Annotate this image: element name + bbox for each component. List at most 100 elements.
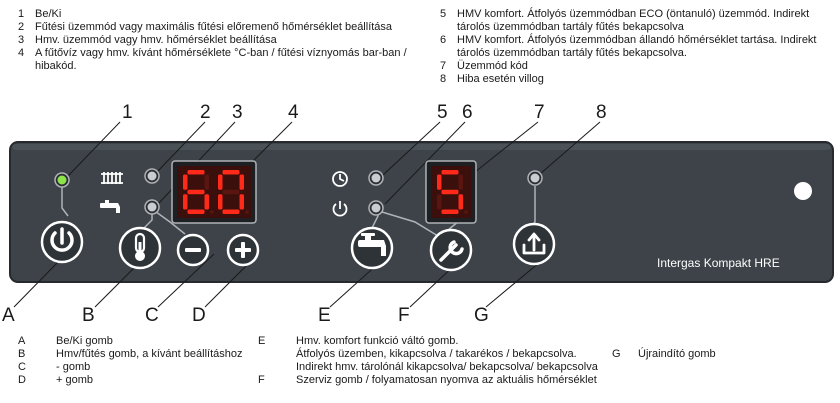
legend-number: 7 <box>440 60 447 72</box>
led-hot-water <box>144 199 160 215</box>
legend-item: C - gomb <box>18 361 258 374</box>
callout-5: 5 <box>437 102 448 123</box>
display-segment <box>441 209 459 214</box>
legend-letter: D <box>18 374 26 386</box>
display-segment <box>239 174 244 190</box>
display-digits <box>183 170 249 214</box>
reset-icon <box>522 232 546 255</box>
callout-E: E <box>318 305 331 326</box>
temperature-display <box>171 160 257 224</box>
display-segment <box>437 194 442 210</box>
legend-top-right: 5 HMV komfort. Átfolyós üzemmódban ECO (ö… <box>440 8 835 86</box>
legend-item: B Hmv/fűtés gomb, a kívánt beállításhoz <box>18 348 258 361</box>
legend-letter: C <box>18 361 26 373</box>
mode-code-display <box>425 160 477 224</box>
legend-text: - gomb <box>56 361 91 373</box>
display-segment <box>239 194 244 210</box>
display-segment <box>204 194 209 210</box>
power-button[interactable] <box>40 220 84 264</box>
display-segment <box>183 194 188 210</box>
tap-large-icon <box>358 233 386 256</box>
display-segment <box>458 174 463 190</box>
display-decimal-point <box>464 210 468 214</box>
legend-letter: G <box>612 348 621 360</box>
legend-letter: B <box>18 348 26 360</box>
legend-text-block: Hmv. komfort funkció váltó gomb. Átfolyó… <box>296 335 603 374</box>
callout-C: C <box>145 305 159 326</box>
led-fault <box>527 170 543 186</box>
legend-text: A fűtővíz vagy hmv. kívánt hőmérséklete … <box>35 47 407 72</box>
callout-4: 4 <box>288 102 299 123</box>
legend-text: HMV komfort. Átfolyós üzemmódban ECO (ön… <box>457 8 810 33</box>
brand-label: Intergas Kompakt HRE <box>657 256 780 270</box>
service-button[interactable] <box>429 228 473 272</box>
display-digits <box>437 170 468 214</box>
legend-number: 8 <box>440 73 447 85</box>
reset-button[interactable] <box>512 222 556 266</box>
legend-number: 1 <box>18 8 25 20</box>
power-icon <box>50 227 74 252</box>
legend-text: Hmv/fűtés gomb, a kívánt beállításhoz <box>56 348 243 360</box>
callout-G: G <box>474 305 489 326</box>
legend-text: Átfolyós üzemben, kikapcsolva / takaréko… <box>296 348 577 360</box>
callout-D: D <box>192 305 206 326</box>
display-decimal-point <box>210 210 214 214</box>
legend-text: + gomb <box>56 374 93 386</box>
comfort-mode-button[interactable] <box>350 226 394 270</box>
display-segment <box>441 170 459 175</box>
tap-icon <box>100 200 120 213</box>
callout-3: 3 <box>232 102 243 123</box>
radiator-icon <box>101 172 123 184</box>
led-comfort <box>368 200 384 216</box>
led-power <box>54 172 70 188</box>
hot-water-heating-button[interactable] <box>118 226 162 270</box>
display-decimal-point <box>245 210 249 214</box>
legend-text: HMV komfort. Átfolyós üzemmódban állandó… <box>457 34 817 59</box>
legend-item: 1 Be/Ki <box>18 8 418 21</box>
minus-icon <box>185 248 201 252</box>
plus-button[interactable] <box>226 233 260 267</box>
display-segment <box>458 194 463 210</box>
legend-item: F Szerviz gomb / folyamatosan nyomva az … <box>258 374 603 387</box>
legend-item: 8 Hiba esetén villog <box>440 73 835 86</box>
callout-F: F <box>398 305 410 326</box>
panel-highlight <box>12 144 831 150</box>
legend-text: Be/Ki <box>35 8 62 20</box>
display-segment <box>218 194 223 210</box>
legend-text: Újraindító gomb <box>638 348 716 360</box>
led-eco <box>368 170 384 186</box>
plus-icon <box>235 242 251 258</box>
legend-item: A Be/Ki gomb <box>18 335 258 348</box>
display-segment <box>187 209 205 214</box>
callout-B: B <box>82 305 95 326</box>
legend-bottom-buttons: A Be/Ki gomb B Hmv/fűtés gomb, a kívánt be… <box>18 335 258 387</box>
legend-text: Indirekt hmv. tárolónál kikapcsolva/ bek… <box>296 361 598 373</box>
callout-7: 7 <box>534 102 545 123</box>
legend-text: Hiba esetén villog <box>457 73 544 85</box>
display-segment <box>204 174 209 190</box>
callout-6: 6 <box>462 102 473 123</box>
legend-text: Hmv. komfort funkció váltó gomb. <box>296 335 459 347</box>
display-segment <box>441 189 459 195</box>
callout-1: 1 <box>122 102 133 123</box>
legend-number: 2 <box>18 21 25 33</box>
legend-text: Be/Ki gomb <box>56 335 113 347</box>
legend-item: E Hmv. komfort funkció váltó gomb. Átfol… <box>258 335 603 374</box>
legend-bottom-reset: G Újraindító gomb <box>612 348 812 361</box>
legend-number: 5 <box>440 8 447 20</box>
legend-text: Szerviz gomb / folyamatosan nyomva az ak… <box>296 374 597 386</box>
legend-item: 5 HMV komfort. Átfolyós üzemmódban ECO (ö… <box>440 8 835 34</box>
legend-item: G Újraindító gomb <box>612 348 812 361</box>
wrench-icon <box>439 240 464 262</box>
thermometer-icon <box>134 232 146 261</box>
legend-letter: F <box>258 374 265 386</box>
minus-button[interactable] <box>176 233 210 267</box>
clock-icon <box>332 171 348 187</box>
legend-number: 3 <box>18 34 25 46</box>
legend-letter: A <box>18 335 26 347</box>
